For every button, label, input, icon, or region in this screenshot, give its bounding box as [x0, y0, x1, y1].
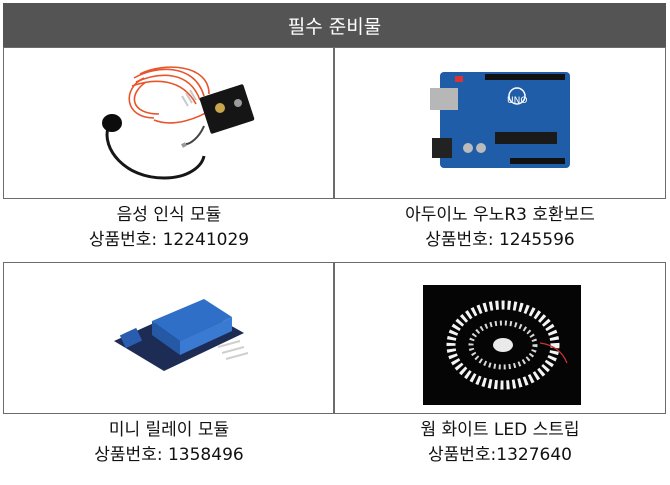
item-name: 음성 인식 모듈 — [116, 205, 222, 225]
item-name: 웜 화이트 LED 스트립 — [420, 420, 580, 440]
item-cell-led-strip — [334, 262, 666, 414]
relay-module-photo — [114, 299, 249, 371]
item-code-label: 상품번호: — [88, 230, 163, 250]
board-label: UNO — [507, 96, 527, 106]
header-bar: 필수 준비물 — [3, 3, 666, 47]
item-code: 1327640 — [496, 445, 572, 465]
item-code: 12241029 — [162, 230, 250, 250]
arduino-uno-board-photo: UNO — [430, 72, 570, 168]
header-title: 필수 준비물 — [287, 15, 382, 38]
caption-arduino: 아두이노 우노R3 호환보드 상품번호: 1245596 — [334, 203, 666, 253]
item-code: 1358496 — [167, 445, 244, 465]
item-cell-relay — [3, 262, 334, 414]
item-code-label: 상품번호: — [425, 230, 499, 250]
led-strip-photo — [423, 285, 581, 405]
item-name: 아두이노 우노R3 호환보드 — [405, 205, 595, 225]
item-cell-voice-module — [3, 47, 334, 199]
voice-recognition-module-photo — [102, 66, 255, 180]
item-cell-arduino: UNO — [334, 47, 666, 199]
item-code-label: 상품번호: — [94, 445, 168, 465]
caption-led-strip: 웜 화이트 LED 스트립 상품번호:1327640 — [334, 418, 666, 468]
caption-relay: 미니 릴레이 모듈 상품번호: 1358496 — [3, 418, 335, 468]
item-name: 미니 릴레이 모듈 — [108, 420, 230, 440]
item-code: 1245596 — [498, 230, 575, 250]
caption-voice-module: 음성 인식 모듈 상품번호: 12241029 — [3, 203, 335, 253]
item-code-label: 상품번호: — [427, 445, 497, 465]
